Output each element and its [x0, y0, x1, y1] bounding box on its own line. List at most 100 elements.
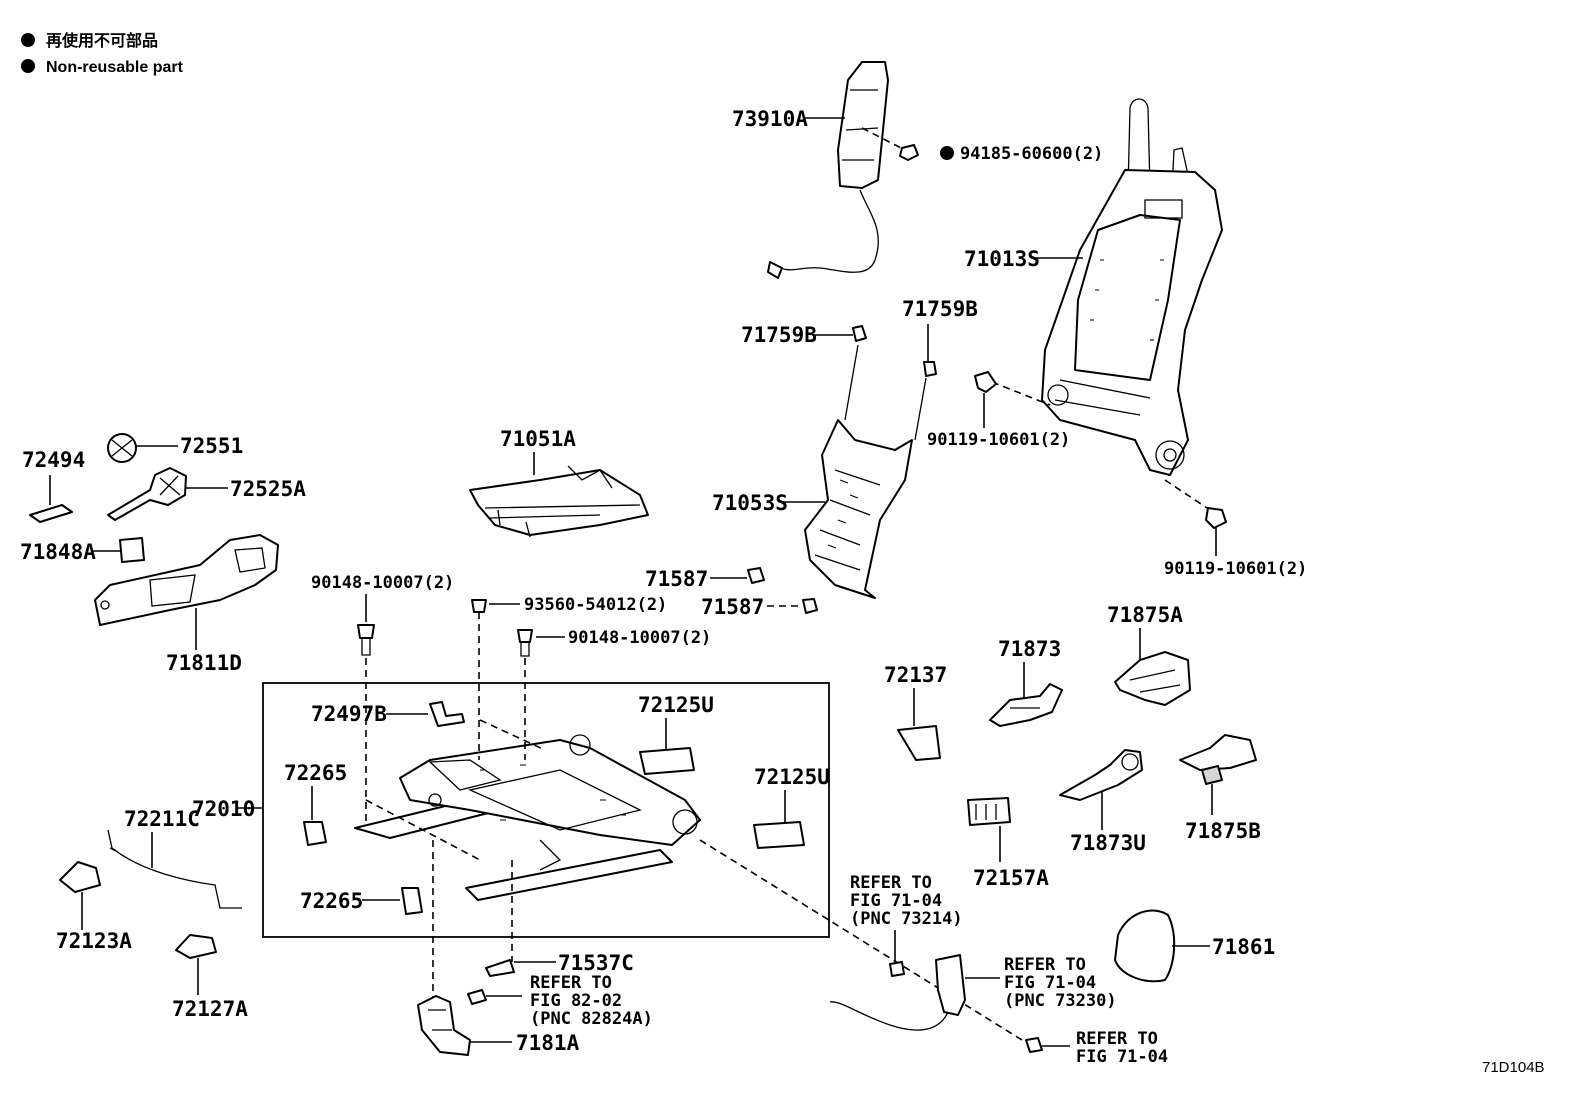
part-93560-bolt[interactable]: [471, 599, 487, 613]
label-72125U-b[interactable]: 72125U: [754, 765, 830, 789]
label-90148-right[interactable]: 90148-10007(2): [568, 628, 711, 648]
label-71587-b[interactable]: 71587: [701, 595, 764, 619]
label-71013S[interactable]: 71013S: [964, 247, 1040, 271]
part-72125U-b[interactable]: [753, 821, 805, 849]
legend: 再使用不可部品 Non-reusable part: [21, 31, 184, 76]
part-72137[interactable]: [897, 725, 941, 761]
dashed-leader: [991, 381, 1051, 406]
part-71537C[interactable]: [485, 959, 515, 977]
label-72494[interactable]: 72494: [22, 448, 85, 472]
ref-73230-line2: FIG 71-04: [1004, 973, 1096, 993]
part-72211C-rod[interactable]: [107, 829, 242, 909]
label-72525A[interactable]: 72525A: [230, 477, 306, 501]
label-90148-left[interactable]: 90148-10007(2): [311, 573, 454, 593]
ref-73214-line1: REFER TO: [850, 873, 932, 893]
ref-73214-line3: (PNC 73214): [850, 909, 963, 929]
dashed-leader: [699, 839, 1031, 1046]
part-72265-a[interactable]: [303, 821, 327, 846]
label-71051A[interactable]: 71051A: [500, 427, 576, 451]
part-73230-buckle[interactable]: [829, 954, 966, 1031]
label-7181A[interactable]: 7181A: [516, 1031, 580, 1055]
part-7181A-bracket[interactable]: [417, 995, 471, 1056]
ref-73214-line2: FIG 71-04: [850, 891, 942, 911]
part-72525A-lever[interactable]: [107, 467, 187, 521]
label-71848A[interactable]: 71848A: [20, 540, 96, 564]
label-71587-a[interactable]: 71587: [645, 567, 708, 591]
part-71861-cover[interactable]: [1114, 909, 1176, 983]
legend-english: Non-reusable part: [46, 59, 184, 76]
ref-82824A-line2: FIG 82-02: [530, 991, 622, 1011]
label-93560[interactable]: 93560-54012(2): [524, 595, 667, 615]
part-71759B-clip-right[interactable]: [923, 361, 937, 377]
dashed-leader: [479, 719, 546, 751]
label-72551[interactable]: 72551: [180, 434, 243, 458]
label-72497B[interactable]: 72497B: [311, 702, 387, 726]
label-72127A[interactable]: 72127A: [172, 997, 248, 1021]
part-71848A[interactable]: [119, 537, 145, 563]
label-72265-b[interactable]: 72265: [300, 889, 363, 913]
part-71873U-drawing[interactable]: [1059, 749, 1143, 801]
part-72010-seat-track-frame[interactable]: [354, 734, 701, 901]
label-72137[interactable]: 72137: [884, 663, 947, 687]
part-82824A-ref[interactable]: [467, 989, 487, 1005]
label-71759B-left[interactable]: 71759B: [741, 323, 817, 347]
part-71759B-clip-left[interactable]: [852, 325, 867, 342]
figure-code: 71D104B: [1482, 1059, 1545, 1076]
part-90119-bolt-lower[interactable]: [1205, 507, 1227, 529]
label-73910A[interactable]: 73910A: [732, 107, 808, 131]
label-71861[interactable]: 71861: [1212, 935, 1275, 959]
non-reusable-marker-icon: [940, 146, 954, 160]
label-71873[interactable]: 71873: [998, 637, 1061, 661]
label-72211C[interactable]: 72211C: [124, 807, 200, 831]
part-94185-nut[interactable]: [899, 144, 919, 161]
label-71537C[interactable]: 71537C: [558, 951, 634, 975]
part-90148-bolt-right[interactable]: [517, 629, 533, 643]
legend-japanese: 再使用不可部品: [46, 31, 158, 50]
part-90119-bolt-upper[interactable]: [974, 371, 997, 393]
part-72123A[interactable]: [59, 861, 101, 893]
label-71759B-right[interactable]: 71759B: [902, 297, 978, 321]
part-71875A-drawing[interactable]: [1114, 651, 1191, 706]
label-71875A[interactable]: 71875A: [1107, 603, 1183, 627]
ref-73230-line3: (PNC 73230): [1004, 991, 1117, 1011]
label-90119-upper[interactable]: 90119-10601(2): [927, 430, 1070, 450]
part-73910A-drawing[interactable]: [767, 61, 889, 279]
ref-7104-line2: FIG 71-04: [1076, 1047, 1168, 1067]
part-7104-ref-nut[interactable]: [1025, 1037, 1043, 1053]
non-reusable-marker-icon: [21, 59, 35, 73]
part-72157A[interactable]: [967, 797, 1011, 826]
part-71053S-drawing[interactable]: [804, 344, 927, 599]
part-71875B-drawing[interactable]: [1179, 734, 1257, 785]
part-71587-a[interactable]: [747, 567, 765, 584]
label-71811D[interactable]: 71811D: [166, 651, 242, 675]
part-90148-bolt-left[interactable]: [357, 624, 375, 639]
label-94185[interactable]: 94185-60600(2): [960, 144, 1103, 164]
part-72127A[interactable]: [175, 934, 217, 959]
part-71013S-drawing[interactable]: [1041, 98, 1223, 476]
label-72125U-a[interactable]: 72125U: [638, 693, 714, 717]
part-71587-b[interactable]: [802, 598, 818, 614]
part-72265-b[interactable]: [401, 887, 423, 915]
part-72494[interactable]: [29, 504, 73, 523]
part-72497B[interactable]: [429, 701, 465, 727]
ref-82824A-line3: (PNC 82824A): [530, 1009, 653, 1029]
ref-82824A-line1: REFER TO: [530, 973, 612, 993]
part-72125U-a[interactable]: [639, 747, 695, 775]
label-72123A[interactable]: 72123A: [56, 929, 132, 953]
label-72265-a[interactable]: 72265: [284, 761, 347, 785]
dashed-leader: [1164, 479, 1211, 511]
dashed-leader: [365, 799, 481, 861]
part-71811D-cover[interactable]: [94, 534, 279, 626]
label-71873U[interactable]: 71873U: [1070, 831, 1146, 855]
label-72157A[interactable]: 72157A: [973, 866, 1049, 890]
part-71051A-drawing[interactable]: [469, 465, 649, 538]
part-71873-drawing[interactable]: [989, 683, 1063, 727]
label-72010[interactable]: 72010: [192, 797, 255, 821]
assembly-72010-box: [262, 682, 830, 938]
label-71875B[interactable]: 71875B: [1185, 819, 1261, 843]
part-73214-ref[interactable]: [889, 961, 905, 977]
non-reusable-marker-icon: [21, 33, 35, 47]
label-90119-lower[interactable]: 90119-10601(2): [1164, 559, 1307, 579]
label-71053S[interactable]: 71053S: [712, 491, 788, 515]
